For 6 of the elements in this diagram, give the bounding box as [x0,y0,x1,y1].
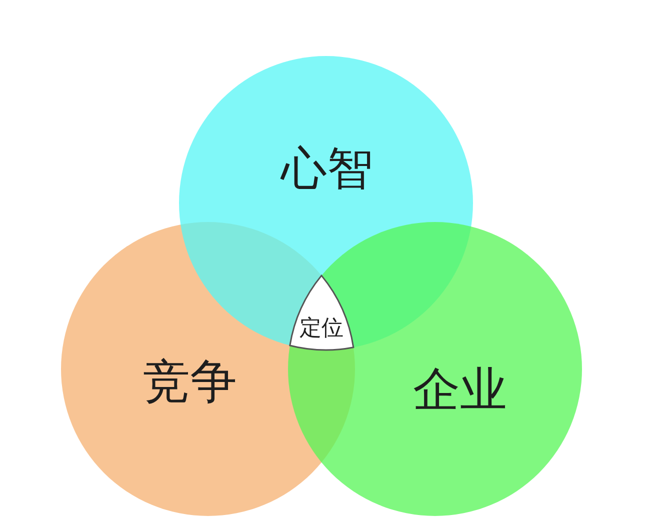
overlap-region [288,274,355,351]
circle-label: 心智 [281,145,373,191]
circle-label: 定位 [300,318,344,340]
venn-circle [288,222,582,516]
circle-label: 竞争 [143,358,237,406]
circle-label: 企业 [413,366,507,414]
